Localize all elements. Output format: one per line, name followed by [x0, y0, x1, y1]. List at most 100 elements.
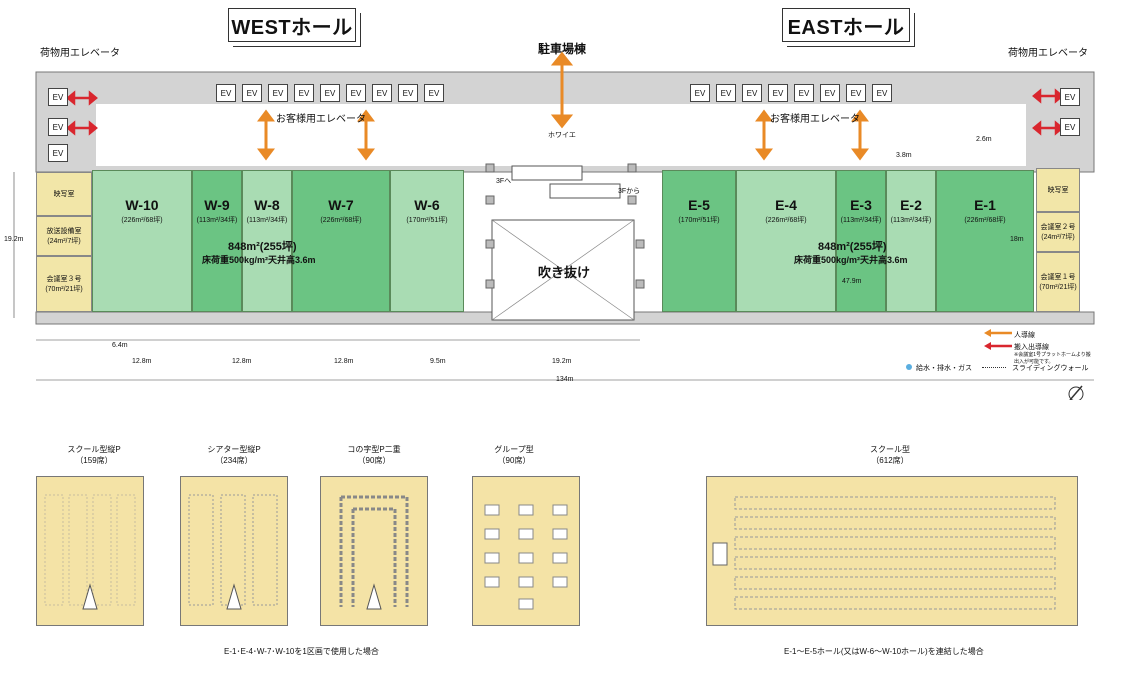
- room-e-5: E-5 (170m²/51坪): [662, 170, 736, 312]
- room-w-10: W-10 (226m²/68坪): [92, 170, 192, 312]
- east-spec-summary: 床荷重500kg/m²天井高3.6m: [794, 255, 908, 265]
- layout-group: [472, 476, 580, 626]
- room-area: (24m²/7坪): [47, 238, 81, 245]
- room-e-3: E-3 (113m²/34坪): [836, 170, 886, 312]
- layout-school-vertical: [36, 476, 144, 626]
- room-label: 映写室: [53, 191, 75, 198]
- west-hall-title: WESTホール: [228, 8, 361, 47]
- elevator-box: EV: [242, 84, 262, 102]
- elevator-box: EV: [216, 84, 236, 102]
- legend-people: 人導線: [1014, 332, 1035, 339]
- elevator-box: EV: [294, 84, 314, 102]
- to-3f-label: 3Fへ: [496, 178, 512, 185]
- dim-label: 12.8m: [232, 358, 252, 365]
- guest-elevator-west-label: お客様用エレベータ: [276, 114, 366, 125]
- room-area: (226m²/68坪): [320, 217, 362, 224]
- cargo-ev-box: EV: [48, 88, 68, 106]
- room-name: E-2: [900, 197, 922, 213]
- dim-label: 12.8m: [132, 358, 152, 365]
- layout-title-text: スクール型: [870, 445, 910, 454]
- room-label: 会議室３号: [46, 276, 82, 283]
- room-label: 会議室２号: [1040, 224, 1076, 231]
- arrow-icon: [984, 342, 1012, 350]
- elevator-box: EV: [846, 84, 866, 102]
- layout-title-text: グループ型: [494, 445, 534, 454]
- utility-dot-icon: [906, 364, 912, 370]
- elevator-box: EV: [742, 84, 762, 102]
- elevator-box: EV: [346, 84, 366, 102]
- east-area-summary: 848m²(255坪): [818, 241, 887, 253]
- west-broadcast-room: 放送設備室 (24m²/7坪): [36, 216, 92, 256]
- layout-title: グループ型 （90席）: [474, 444, 554, 466]
- dim-label: 12.8m: [334, 358, 354, 365]
- from-3f-label: 3Fから: [618, 188, 641, 195]
- layout-school-full: [706, 476, 1078, 626]
- elevator-box: EV: [872, 84, 892, 102]
- room-label: 放送設備室: [46, 228, 82, 235]
- layout-seats: （612席）: [871, 456, 909, 465]
- layout-title-text: スクール型縦P: [67, 445, 121, 454]
- dim-label: 18m: [1010, 236, 1024, 243]
- room-area: (113m²/34坪): [890, 217, 932, 224]
- elevator-box: EV: [690, 84, 710, 102]
- room-label: 会議室１号: [1040, 274, 1076, 281]
- dim-label: 47.9m: [842, 278, 862, 285]
- room-area: (113m²/34坪): [840, 217, 882, 224]
- room-w-8: W-8 (113m²/34坪): [242, 170, 292, 312]
- room-e-1: E-1 (226m²/68坪): [936, 170, 1034, 312]
- room-name: E-4: [775, 197, 797, 213]
- layout-title: コの字型P二重 （90席）: [334, 444, 414, 466]
- dim-label: 6.4m: [112, 342, 128, 349]
- room-name: E-5: [688, 197, 710, 213]
- room-w-6: W-6 (170m²/51坪): [390, 170, 464, 312]
- foyer-label: ホワイエ: [548, 132, 576, 139]
- room-area: (226m²/68坪): [964, 217, 1006, 224]
- legend-sliding: スライディングウォール: [1012, 365, 1089, 372]
- dim-label: 3.8m: [896, 152, 912, 159]
- elevator-box: EV: [398, 84, 418, 102]
- cargo-elevator-left-label: 荷物用エレベータ: [40, 48, 120, 59]
- room-name: E-3: [850, 197, 872, 213]
- elevator-box: EV: [268, 84, 288, 102]
- room-name: W-7: [328, 197, 354, 213]
- east-meeting-room-1: 会議室１号 (70m²/21坪): [1036, 252, 1080, 312]
- atrium-label: 吹き抜け: [538, 265, 591, 280]
- layout-seats: （90席）: [357, 456, 391, 465]
- room-e-2: E-2 (113m²/34坪): [886, 170, 936, 312]
- legend-cargo-note: ※会議室1号プラットホームより搬出入が可能です。: [1014, 352, 1091, 365]
- room-w-7: W-7 (226m²/68坪): [292, 170, 390, 312]
- elevator-box: EV: [820, 84, 840, 102]
- elevator-box: EV: [768, 84, 788, 102]
- room-area: (24m²/7坪): [1041, 234, 1075, 241]
- room-w-9: W-9 (113m²/34坪): [192, 170, 242, 312]
- cargo-elevator-right-label: 荷物用エレベータ: [1008, 48, 1088, 59]
- room-area: (70m²/21坪): [1039, 284, 1077, 291]
- east-hall-title: EASTホール: [782, 8, 915, 47]
- layout-seats: （90席）: [497, 456, 531, 465]
- legend-cargo: 搬入出導線: [1014, 344, 1049, 351]
- room-name: W-10: [125, 197, 159, 213]
- elevator-box: EV: [794, 84, 814, 102]
- parking-label: 駐車場棟: [538, 42, 587, 56]
- caption-left: E-1･E-4･W-7･W-10を1区画で使用した場合: [224, 647, 379, 656]
- elevator-box: EV: [424, 84, 444, 102]
- east-control-room: 映写室: [1036, 168, 1080, 212]
- room-name: W-8: [254, 197, 280, 213]
- west-control-room: 映写室: [36, 172, 92, 216]
- layout-title-text: コの字型P二重: [347, 445, 401, 454]
- layout-title: シアター型縦P （234席）: [194, 444, 274, 466]
- caption-right: E-1～E-5ホール(又はW-6～W-10ホール)を連結した場合: [784, 647, 984, 656]
- layout-title: スクール型縦P （159席）: [54, 444, 134, 466]
- dim-label: 9.5m: [430, 358, 446, 365]
- room-label: 映写室: [1047, 187, 1069, 194]
- cargo-ev-box: EV: [1060, 118, 1080, 136]
- cargo-ev-box: EV: [48, 144, 68, 162]
- sliding-wall-icon: [982, 367, 1006, 368]
- room-area: (226m²/68坪): [765, 217, 807, 224]
- room-name: W-6: [414, 197, 440, 213]
- dim-label: 19.2m: [4, 236, 24, 243]
- dim-label: 2.6m: [976, 136, 992, 143]
- room-name: E-1: [974, 197, 996, 213]
- layout-title-text: シアター型縦P: [207, 445, 261, 454]
- arrow-icon: [984, 329, 1012, 337]
